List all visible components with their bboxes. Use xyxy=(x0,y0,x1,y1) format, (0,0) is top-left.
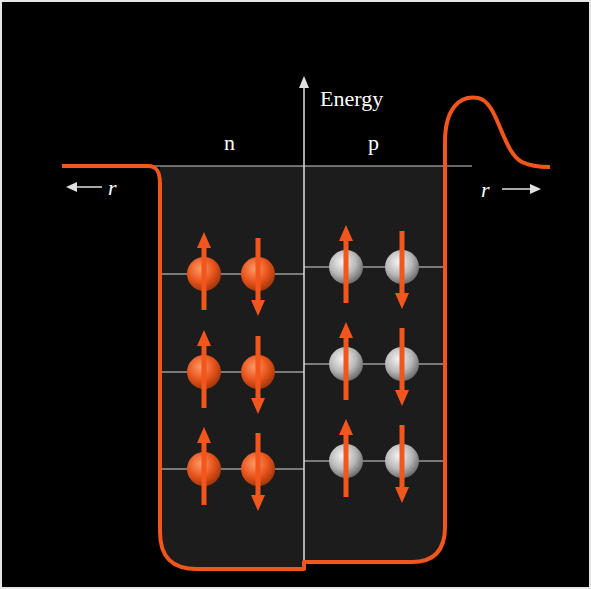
spin-arrowhead xyxy=(339,322,353,338)
axis-label: Energy xyxy=(320,88,383,110)
spin-arrowhead xyxy=(251,300,265,316)
spin-arrow xyxy=(400,425,405,487)
r-arrow xyxy=(502,188,533,190)
spin-arrowhead xyxy=(197,330,211,346)
spin-arrowhead xyxy=(395,293,409,309)
energy-level xyxy=(304,267,445,268)
spin-arrowhead xyxy=(395,487,409,503)
spin-arrowhead xyxy=(339,225,353,241)
spin-arrowhead xyxy=(395,390,409,406)
spin-arrow xyxy=(400,328,405,390)
potential-curve xyxy=(62,98,550,569)
radius-label: r xyxy=(108,177,117,199)
well-interior xyxy=(160,166,445,569)
energy-level xyxy=(160,274,304,275)
spin-arrowhead xyxy=(339,419,353,435)
spin-arrow xyxy=(400,231,405,293)
spin-arrow xyxy=(256,433,261,495)
spin-arrowhead xyxy=(197,232,211,248)
spin-arrow xyxy=(256,238,261,300)
energy-level xyxy=(160,469,304,470)
spin-arrowhead xyxy=(197,427,211,443)
spin-arrowhead xyxy=(251,398,265,414)
spin-arrow xyxy=(256,336,261,398)
energy-level xyxy=(304,364,445,365)
spin-arrow xyxy=(344,241,349,303)
spin-arrow xyxy=(344,338,349,400)
spin-arrow xyxy=(202,346,207,408)
energy-level xyxy=(160,372,304,373)
energy-level xyxy=(304,461,445,462)
radius-label: r xyxy=(481,179,490,201)
energy-axis xyxy=(303,86,305,569)
r-arrow xyxy=(74,186,102,188)
spin-arrow xyxy=(202,443,207,505)
proton-column-label: p xyxy=(368,132,379,154)
r-arrowhead xyxy=(66,182,77,192)
neutron-column-label: n xyxy=(224,132,235,154)
zero-energy-line xyxy=(152,166,472,167)
spin-arrowhead xyxy=(251,495,265,511)
r-arrowhead xyxy=(530,184,541,194)
spin-arrow xyxy=(344,435,349,497)
axis-arrowhead xyxy=(299,76,309,88)
spin-arrow xyxy=(202,248,207,310)
